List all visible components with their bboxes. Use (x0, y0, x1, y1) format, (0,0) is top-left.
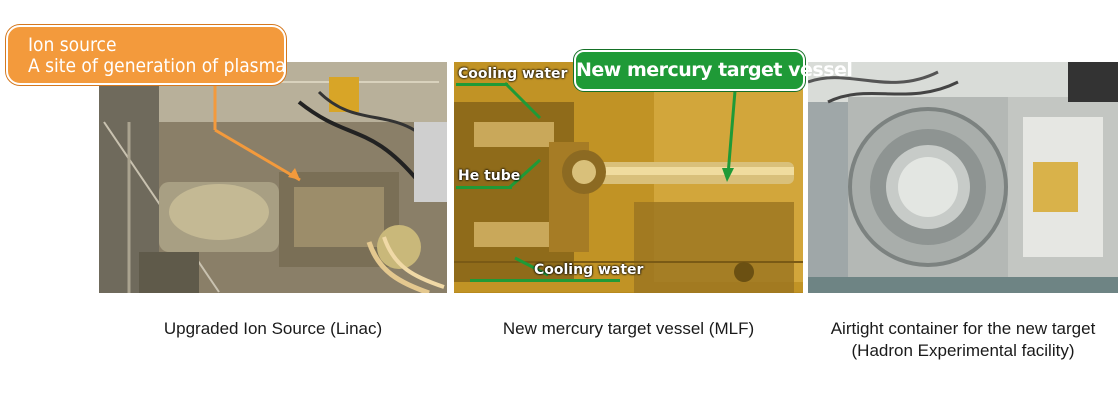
linac-caption: Upgraded Ion Source (Linac) (163, 319, 383, 338)
airtight-container-photo (808, 62, 1118, 293)
he-tube-label: He tube (458, 168, 521, 184)
hadron-caption-line1: Airtight container for the new target (830, 319, 1096, 338)
label-underline (456, 83, 508, 86)
label-underline (470, 279, 620, 282)
hadron-caption-line2: (Hadron Experimental facility) (851, 341, 1075, 360)
cooling-water-label-top: Cooling water (458, 66, 568, 82)
cooling-water-label-bottom: Cooling water (534, 262, 644, 278)
ion-source-photo (99, 62, 447, 293)
ion-source-callout: Ion source A site of generation of plasm… (6, 25, 286, 85)
ion-source-callout-subtitle: A site of generation of plasma (28, 55, 286, 77)
label-underline (456, 186, 512, 189)
hadron-caption: Airtight container for the new target (H… (808, 318, 1118, 362)
ion-source-callout-title: Ion source (28, 34, 117, 56)
mercury-vessel-callout: New mercury target vessel (574, 50, 853, 91)
mlf-caption: New mercury target vessel (MLF) (502, 319, 755, 338)
